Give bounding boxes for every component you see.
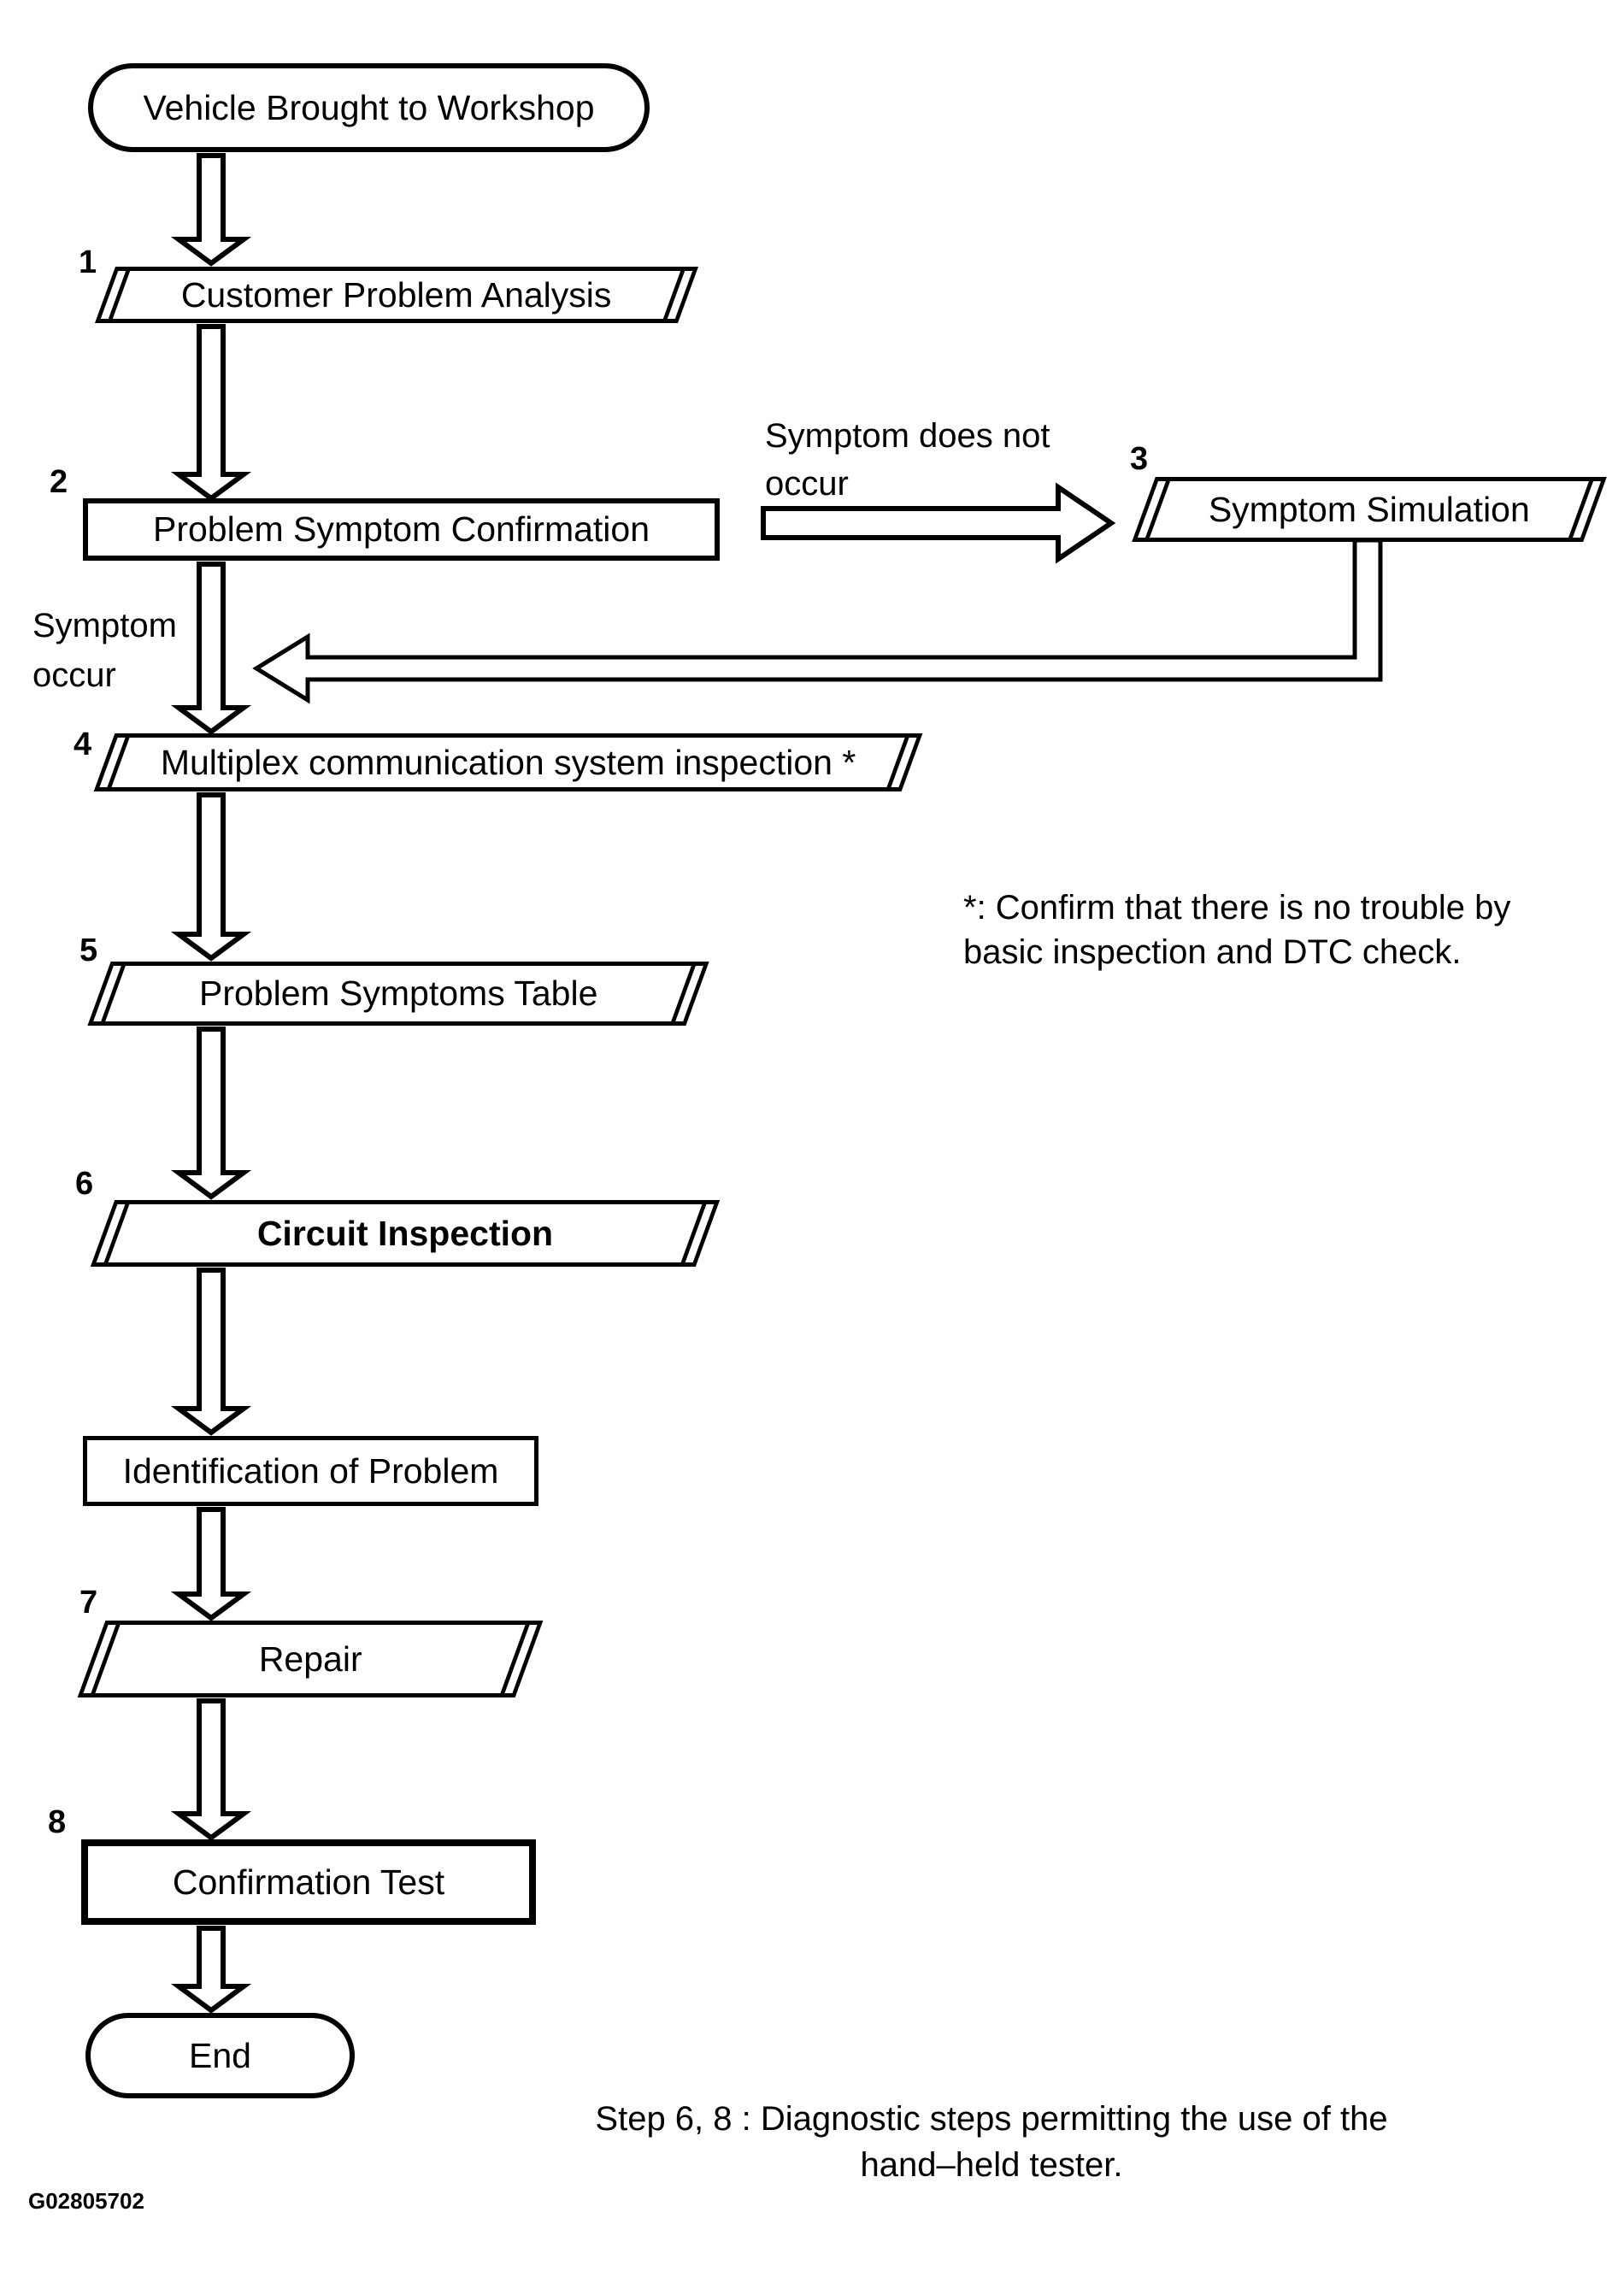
node-identification-of-problem: Identification of Problem <box>83 1436 538 1506</box>
arrow-step7-to-step8-icon <box>170 1698 252 1841</box>
arrow-identification-to-step7-icon <box>170 1507 252 1621</box>
node-step2-label: Problem Symptom Confirmation <box>152 509 650 549</box>
arrow-start-to-step1-icon <box>170 153 252 267</box>
node-step4-label: Multiplex communication system inspectio… <box>160 742 856 782</box>
step-number-1: 1 <box>79 244 97 280</box>
figure-code: G02805702 <box>28 2188 144 2214</box>
node-step3-symptom-simulation: Symptom Simulation <box>1132 477 1607 542</box>
node-step2-problem-symptom-confirmation: Problem Symptom Confirmation <box>83 498 720 561</box>
step-number-8: 8 <box>48 1804 67 1840</box>
label-line-2: occur <box>765 465 849 503</box>
node-step3-label: Symptom Simulation <box>1209 489 1530 529</box>
arrow-step8-to-end-icon <box>170 1926 252 2014</box>
node-step6-circuit-inspection: Circuit Inspection <box>90 1200 721 1267</box>
node-step7-label: Repair <box>258 1639 362 1679</box>
node-step1-customer-problem-analysis: Customer Problem Analysis <box>94 267 699 323</box>
node-step6-label: Circuit Inspection <box>256 1213 554 1253</box>
step-number-7: 7 <box>79 1585 98 1621</box>
node-step4-multiplex-inspection: Multiplex communication system inspectio… <box>93 733 923 791</box>
label-line-1: Symptom does not <box>765 417 1050 455</box>
node-step5-label: Problem Symptoms Table <box>198 974 598 1013</box>
step-number-4: 4 <box>74 727 92 762</box>
step-number-6: 6 <box>75 1166 94 1202</box>
step-number-5: 5 <box>79 933 98 968</box>
arrow-step6-to-identification-icon <box>170 1268 252 1436</box>
arrow-step2-to-step4-icon <box>170 562 252 735</box>
note-asterisk: *: Confirm that there is no trouble by b… <box>963 885 1510 974</box>
arrow-step3-return-icon <box>252 538 1383 704</box>
label-line-1: Symptom <box>32 607 177 644</box>
node-identification-label: Identification of Problem <box>122 1450 499 1491</box>
node-step5-problem-symptoms-table: Problem Symptoms Table <box>87 962 709 1026</box>
arrow-step2-to-step3-icon <box>761 482 1116 564</box>
node-step8-confirmation-test: Confirmation Test <box>81 1839 536 1925</box>
arrow-step1-to-step2-icon <box>170 324 252 502</box>
node-step1-label: Customer Problem Analysis <box>181 274 612 315</box>
label-symptom-occur: Symptom occur <box>32 601 177 700</box>
node-end: End <box>85 2013 355 2098</box>
label-symptom-does-not-occur: Symptom does not occur <box>765 412 1050 508</box>
node-step8-label: Confirmation Test <box>172 1862 445 1902</box>
node-step7-repair: Repair <box>77 1621 544 1697</box>
note-line-1: *: Confirm that there is no trouble by <box>963 889 1511 927</box>
node-start-label: Vehicle Brought to Workshop <box>143 87 595 127</box>
label-line-2: occur <box>32 656 116 694</box>
caption-step-6-8: Step 6, 8 : Diagnostic steps permitting … <box>556 2096 1427 2188</box>
arrow-step5-to-step6-icon <box>170 1027 252 1200</box>
node-start: Vehicle Brought to Workshop <box>88 63 650 152</box>
caption-line-2: hand–held tester. <box>860 2146 1123 2184</box>
step-number-2: 2 <box>50 464 68 500</box>
note-line-2: basic inspection and DTC check. <box>963 933 1462 971</box>
node-end-label: End <box>189 2035 251 2075</box>
caption-line-1: Step 6, 8 : Diagnostic steps permitting … <box>595 2100 1388 2138</box>
arrow-step4-to-step5-icon <box>170 792 252 962</box>
step-number-3: 3 <box>1130 441 1149 477</box>
